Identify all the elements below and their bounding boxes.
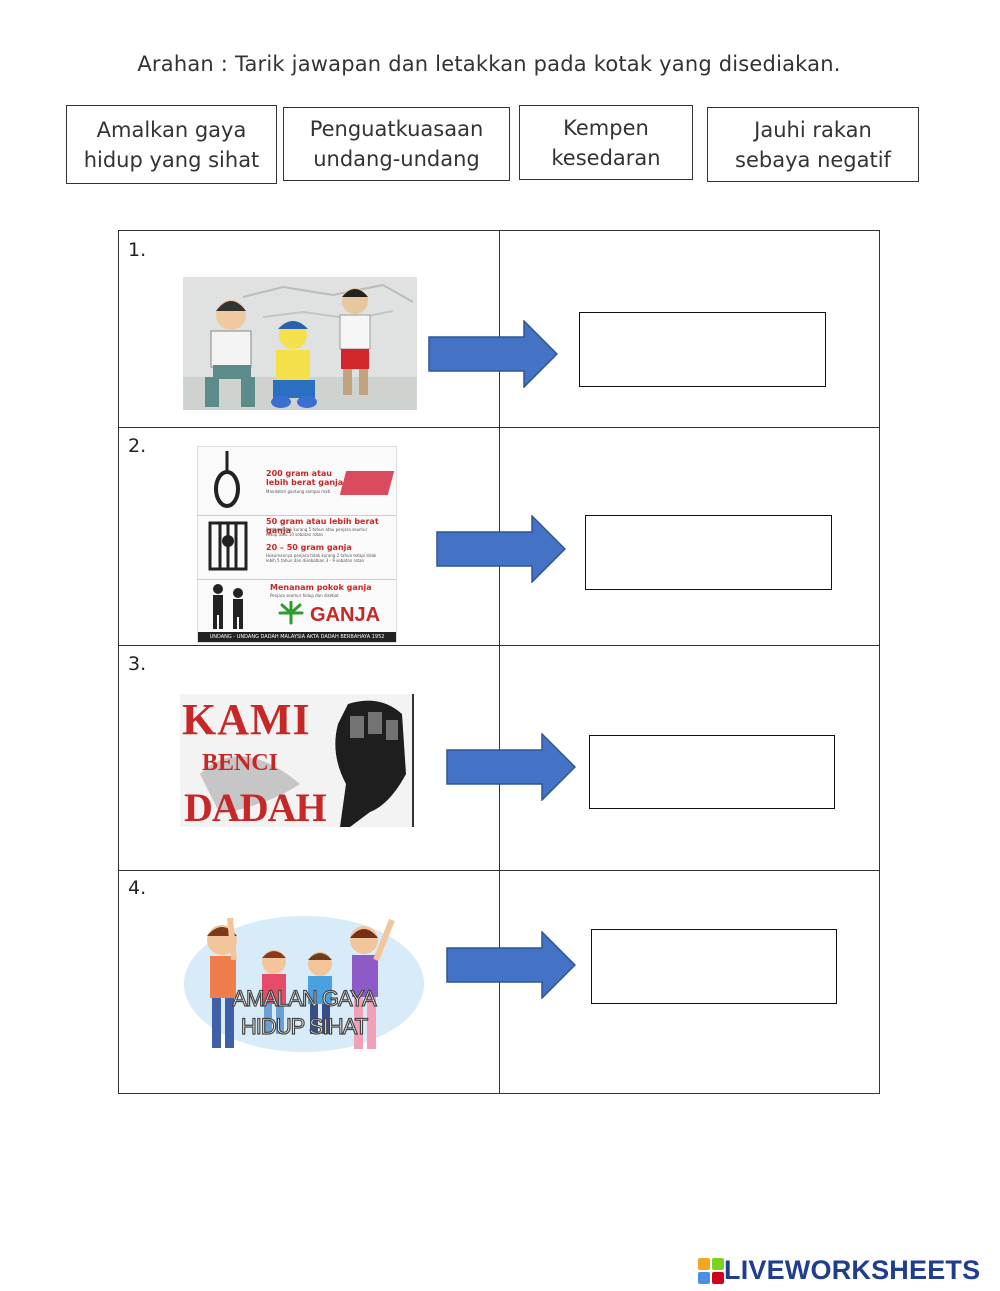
drug-law-poster: 200 gram atau lebih berat ganja Mandator… (197, 446, 397, 643)
choice-awareness-campaign[interactable]: Kempen kesedaran (519, 105, 693, 180)
noose-icon (214, 451, 240, 508)
choice-healthy-lifestyle[interactable]: Amalkan gaya hidup yang sihat (66, 105, 277, 184)
row-number: 3. (128, 653, 147, 675)
row-number: 2. (128, 435, 147, 457)
row-divider (119, 645, 879, 646)
poster-item-title: Menanam pokok ganja (270, 583, 372, 592)
poster-word-dadah: DADAH (184, 785, 327, 827)
choice-law-enforcement[interactable]: Penguatkuasaan undang-undang (283, 107, 510, 181)
poster-item-desc: Mandatori gantung sampai mati (266, 489, 331, 494)
worksheet-table: 1. 2. 3. 4. (118, 230, 880, 1094)
answer-drop-box-2[interactable] (585, 515, 832, 590)
choice-line: undang-undang (313, 147, 480, 171)
choice-line: sebaya negatif (735, 147, 891, 172)
students-illustration-svg (183, 277, 417, 410)
poster-ganja-label: GANJA (310, 604, 381, 626)
choice-line: kesedaran (551, 145, 661, 170)
row-divider (119, 870, 879, 871)
poster-text-line: HIDUP SIHAT (240, 1013, 369, 1039)
column-divider (499, 231, 500, 1093)
choice-line: Amalkan gaya (96, 117, 247, 142)
poster-text-line: AMALAN GAYA (232, 985, 378, 1011)
poster-word-kami: KAMI (182, 695, 311, 744)
poster-footer: UNDANG - UNDANG DADAH MALAYSIA AKTA DADA… (198, 632, 396, 642)
row-number: 1. (128, 239, 147, 261)
answer-drop-box-3[interactable] (589, 735, 835, 809)
healthy-lifestyle-illustration: AMALAN GAYA HIDUP SIHAT (182, 910, 426, 1058)
answer-drop-box-4[interactable] (591, 929, 837, 1004)
poster-stamp (339, 471, 395, 495)
prison-icon (208, 521, 248, 571)
instruction-text: Arahan : Tarik jawapan dan letakkan pada… (137, 52, 841, 76)
choice-line: Kempen (563, 115, 649, 140)
liveworksheets-logo: LIVEWORKSHEETS (698, 1255, 980, 1286)
choice-line: Penguatkuasaan (309, 117, 484, 141)
arrow-right-icon (446, 931, 576, 999)
arrow-right-icon (436, 515, 566, 583)
arrow-right-icon (428, 320, 558, 388)
poster-section (198, 515, 396, 580)
poster-item-desc: Hukumannya penjara tidak kurang 2 tahun … (266, 553, 377, 563)
poster-item-title: 50 gram atau lebih berat ganja (266, 517, 379, 535)
row-divider (119, 427, 879, 428)
poster-item-title: 20 – 50 gram ganja (266, 543, 352, 552)
anti-drug-poster-art (200, 694, 414, 827)
answer-drop-box-1[interactable] (579, 312, 826, 387)
choice-line: Jauhi rakan (754, 117, 872, 142)
poster-word-benci: BENCI (202, 750, 279, 776)
poster-section (198, 447, 396, 516)
logo-text: LIVEWORKSHEETS (724, 1255, 981, 1285)
row-number: 4. (128, 877, 147, 899)
poster-item-desc: Penjara tidak kurang 5 tahun atau penjar… (266, 527, 368, 537)
cannabis-leaf-icon (278, 601, 304, 625)
family-exercise-art (184, 916, 424, 1052)
choice-line: hidup yang sihat (83, 147, 260, 172)
poster-item-title: 200 gram atau lebih berat ganja (266, 469, 344, 487)
people-icon (213, 584, 243, 629)
students-illustration (183, 277, 417, 410)
arrow-right-icon (446, 733, 576, 801)
liveworksheets-logo-icon (698, 1257, 724, 1284)
anti-drug-poster: KAMI BENCI DADAH (180, 694, 414, 827)
poster-item-desc: Penjara seumur hidup dan disebat (270, 593, 339, 598)
choice-avoid-negative-peers[interactable]: Jauhi rakan sebaya negatif (707, 107, 919, 182)
